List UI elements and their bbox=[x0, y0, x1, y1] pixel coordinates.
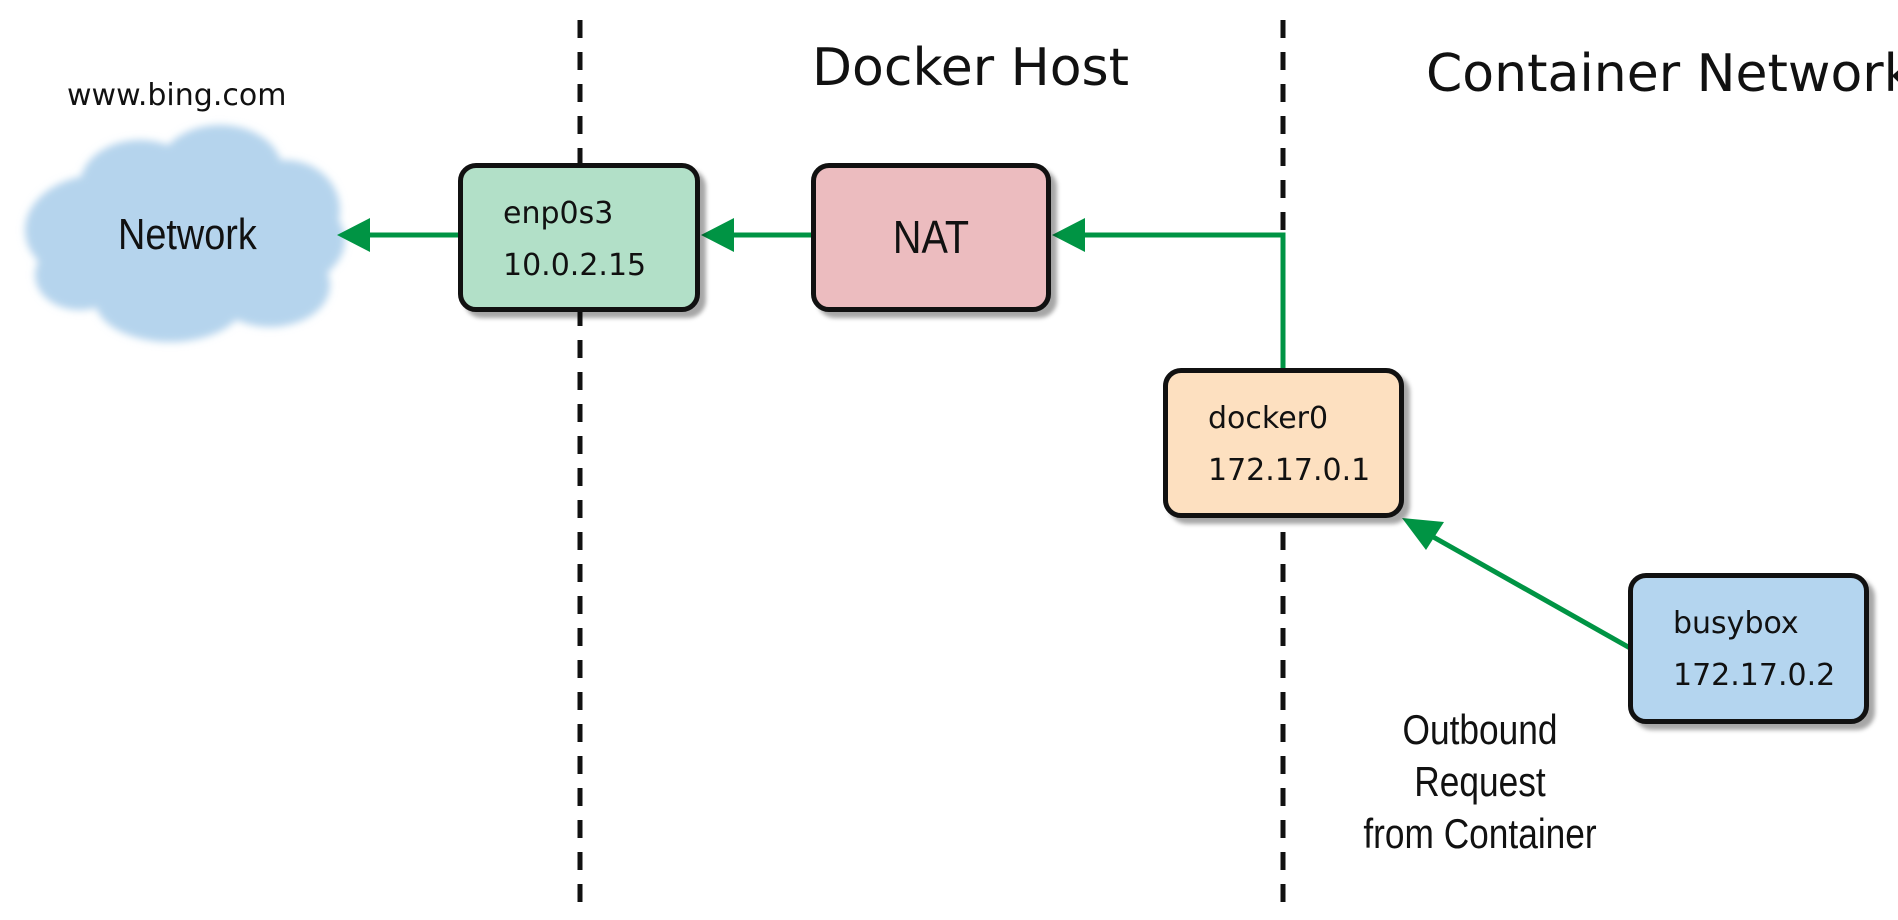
busybox-ip: 172.17.0.2 bbox=[1673, 658, 1836, 693]
arrowhead-nat bbox=[1052, 218, 1085, 252]
arrowhead-network bbox=[337, 218, 370, 252]
enp0s3-name: enp0s3 bbox=[503, 196, 614, 231]
busybox-container-box: busybox 172.17.0.2 bbox=[1628, 573, 1869, 724]
network-cloud bbox=[25, 125, 345, 342]
outbound-request-caption: Outbound Request from Container bbox=[1346, 704, 1615, 860]
network-cloud-label: Network bbox=[118, 210, 257, 259]
caption-line-2: Request bbox=[1414, 758, 1546, 805]
busybox-name: busybox bbox=[1673, 606, 1799, 641]
destination-url: www.bing.com bbox=[67, 78, 287, 113]
arrow-busybox-to-docker0 bbox=[1426, 531, 1632, 651]
docker0-bridge-box: docker0 172.17.0.1 bbox=[1163, 368, 1404, 518]
arrowhead-docker0 bbox=[1402, 518, 1444, 550]
docker0-name: docker0 bbox=[1208, 401, 1329, 436]
nat-box: NAT bbox=[811, 163, 1051, 312]
container-network-title: Container Network bbox=[1426, 44, 1898, 104]
arrowhead-enp0s3 bbox=[701, 218, 734, 252]
arrows bbox=[337, 218, 1632, 651]
enp0s3-interface-box: enp0s3 10.0.2.15 bbox=[458, 163, 700, 312]
caption-line-1: Outbound bbox=[1402, 706, 1558, 753]
docker0-ip: 172.17.0.1 bbox=[1208, 453, 1371, 488]
enp0s3-ip: 10.0.2.15 bbox=[503, 248, 647, 283]
arrow-docker0-to-nat bbox=[1082, 232, 1286, 368]
nat-label: NAT bbox=[892, 211, 970, 263]
docker-host-title: Docker Host bbox=[812, 38, 1130, 98]
caption-line-3: from Container bbox=[1363, 810, 1597, 857]
